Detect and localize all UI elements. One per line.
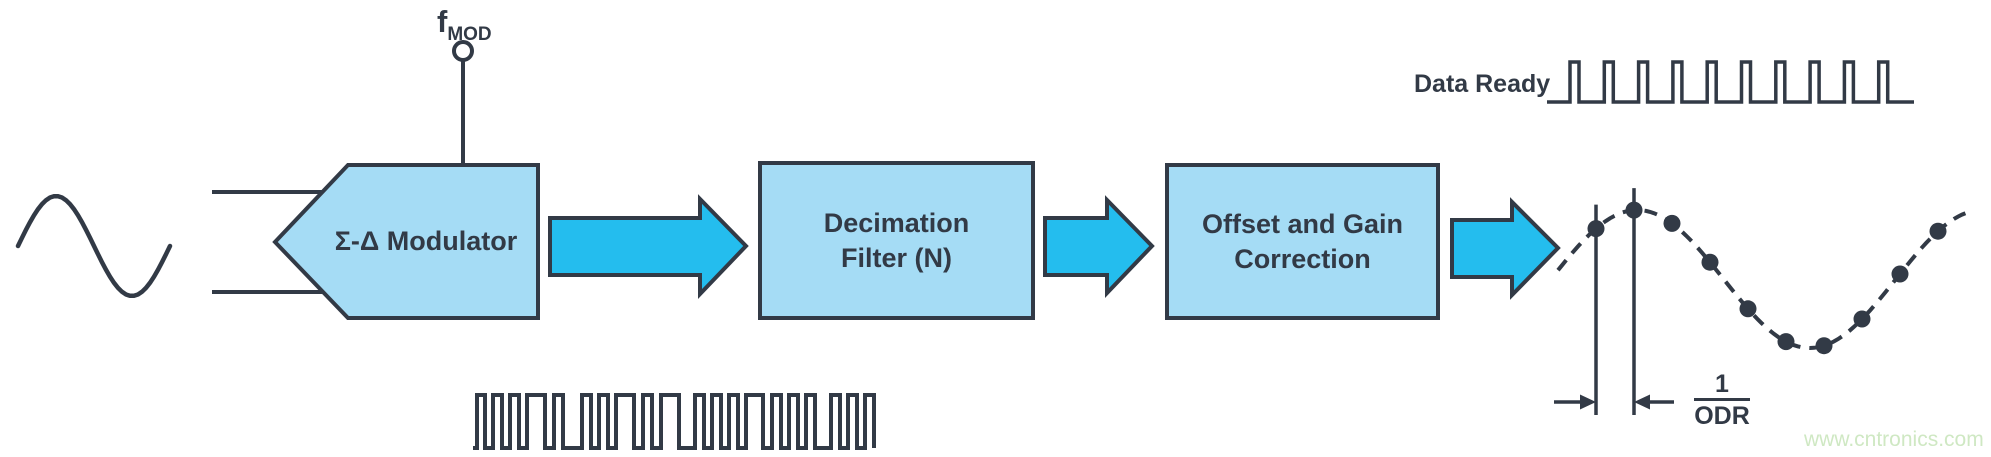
odr-fraction-denominator: ODR	[1694, 402, 1750, 430]
odr-fraction-bar	[1694, 398, 1750, 401]
output-sample-dots	[1587, 201, 1947, 355]
sigma-delta-modulator-block	[272, 163, 540, 320]
flow-arrow-2	[1043, 195, 1155, 298]
offset-gain-label-line1: Offset and Gain	[1201, 208, 1404, 239]
output-sample-dot	[1663, 214, 1681, 232]
decimation-filter-block	[758, 161, 1035, 320]
output-sample-dot	[1853, 310, 1871, 328]
watermark-text: www.cntronics.com	[1804, 428, 1984, 451]
flow-arrow-1	[548, 194, 749, 299]
modulator-bitstream-waveform	[473, 393, 876, 450]
flow-arrow-3	[1450, 197, 1561, 300]
input-sine-wave	[15, 193, 173, 299]
fmod-clock-terminal	[452, 40, 474, 62]
output-sampled-sine-curve	[1556, 207, 1975, 351]
fmod-label: fMOD	[437, 4, 492, 45]
odr-fraction: 1 ODR	[1693, 370, 1751, 430]
decimation-filter-label: Decimation Filter (N)	[760, 163, 1033, 318]
data-ready-pulse-train	[1547, 60, 1914, 104]
data-ready-label: Data Ready	[1414, 70, 1551, 98]
output-sample-dot	[1739, 300, 1757, 318]
offset-gain-correction-label: Offset and Gain Correction	[1167, 165, 1438, 318]
output-sample-dot	[1701, 253, 1719, 271]
output-sample-dot	[1777, 333, 1795, 351]
output-sample-dot	[1929, 222, 1947, 240]
decimation-filter-label-line2: Filter (N)	[841, 242, 952, 273]
fmod-label-subscript: MOD	[447, 24, 492, 45]
output-sample-dot	[1891, 265, 1909, 283]
odr-arrow-left-head	[1580, 394, 1596, 410]
odr-fraction-numerator: 1	[1715, 370, 1729, 398]
odr-arrow-right-head	[1634, 394, 1650, 410]
offset-gain-correction-block	[1165, 163, 1440, 320]
output-sample-dot	[1815, 337, 1833, 355]
sigma-delta-modulator-label: Σ-Δ Modulator	[334, 226, 518, 256]
offset-gain-label-line2: Correction	[1234, 243, 1371, 274]
fmod-label-base: f	[437, 4, 448, 39]
decimation-filter-label-line1: Decimation	[823, 207, 970, 238]
